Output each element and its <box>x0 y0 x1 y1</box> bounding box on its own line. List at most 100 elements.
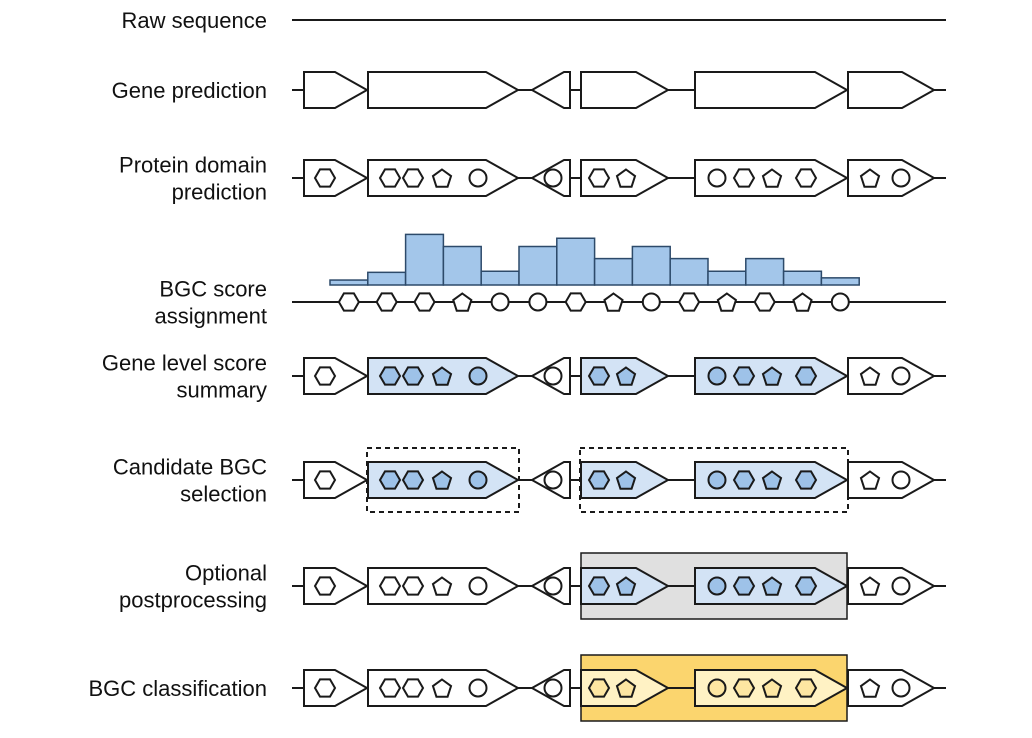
score-bar <box>820 277 860 286</box>
hexagon-domain <box>732 576 756 596</box>
pentagon-domain <box>615 678 637 698</box>
hexagon-domain <box>313 168 337 188</box>
hexagon-domain <box>378 576 402 596</box>
circle-domain <box>891 678 911 698</box>
gene-track <box>292 357 946 395</box>
hexagon-domain <box>732 168 756 188</box>
pentagon-domain <box>859 470 881 490</box>
hexagon-domain <box>587 366 611 386</box>
pentagon-domain <box>431 678 453 698</box>
hexagon-domain <box>401 470 425 490</box>
gene-arrow <box>580 71 671 109</box>
hexagon-domain <box>794 576 818 596</box>
circle-domain <box>468 366 488 386</box>
hexagon-domain <box>378 678 402 698</box>
pentagon-domain <box>603 292 624 312</box>
pentagon-domain <box>431 168 453 188</box>
circle-domain <box>543 678 563 698</box>
circle-domain <box>468 168 488 188</box>
pentagon-domain <box>859 168 881 188</box>
hexagon-domain <box>337 292 361 312</box>
hexagon-domain <box>732 678 756 698</box>
row-tracks <box>292 19 946 722</box>
pentagon-domain <box>761 678 783 698</box>
hexagon-domain <box>313 678 337 698</box>
row-label: BGC classification <box>88 676 267 701</box>
score-bar <box>669 257 709 286</box>
hexagon-domain <box>587 168 611 188</box>
circle-domain <box>641 292 661 312</box>
pentagon-domain <box>761 470 783 490</box>
row-label-line: Gene level score <box>102 351 267 376</box>
gene-arrow <box>529 71 571 109</box>
pentagon-domain <box>615 366 637 386</box>
score-bar <box>745 257 785 286</box>
circle-domain <box>468 678 488 698</box>
row-label-line: prediction <box>172 180 267 205</box>
hexagon-domain <box>753 292 776 312</box>
row-label-line: BGC score <box>159 277 267 302</box>
circle-domain <box>891 168 911 188</box>
pentagon-domain <box>431 470 453 490</box>
circle-domain <box>707 576 727 596</box>
pentagon-domain <box>761 168 783 188</box>
row-label: Raw sequence <box>121 8 267 33</box>
row-label-line: Gene prediction <box>112 78 267 103</box>
gene-track <box>292 654 946 722</box>
hexagon-domain <box>413 292 436 312</box>
hexagon-domain <box>378 168 402 188</box>
score-bar <box>329 279 369 286</box>
circle-domain <box>707 678 727 698</box>
hexagon-domain <box>794 470 818 490</box>
row-label-line: postprocessing <box>119 588 267 613</box>
circle-domain <box>490 292 510 312</box>
hexagon-domain <box>794 168 818 188</box>
circle-domain <box>891 576 911 596</box>
gene-arrow <box>694 71 850 109</box>
circle-domain <box>707 168 727 188</box>
score-bar <box>631 245 671 286</box>
score-bar <box>707 270 747 286</box>
gene-arrow <box>303 71 370 109</box>
gene-track <box>292 552 946 620</box>
gene-arrow <box>367 71 521 109</box>
score-bar <box>593 257 634 286</box>
row-label-line: summary <box>177 378 267 403</box>
gene-track <box>292 159 946 197</box>
pentagon-domain <box>431 576 453 596</box>
circle-domain <box>891 470 911 490</box>
hexagon-domain <box>794 678 818 698</box>
pentagon-domain <box>716 292 738 312</box>
hexagon-domain <box>313 576 337 596</box>
score-bar <box>442 245 482 286</box>
circle-domain <box>707 470 727 490</box>
score-bar <box>480 270 520 286</box>
row-label-line: Protein domain <box>119 153 267 178</box>
hexagon-domain <box>401 168 425 188</box>
pentagon-domain <box>792 292 813 312</box>
circle-domain <box>528 292 548 312</box>
hexagon-domain <box>794 366 818 386</box>
hexagon-domain <box>401 366 425 386</box>
hexagon-domain <box>378 470 402 490</box>
row-label-line: assignment <box>154 304 267 329</box>
score-bar <box>518 245 558 286</box>
score-bar <box>556 237 596 286</box>
pentagon-domain <box>615 168 637 188</box>
hexagon-domain <box>378 366 402 386</box>
hexagon-domain <box>587 678 611 698</box>
circle-domain <box>543 366 563 386</box>
bgc-score-histogram <box>329 233 860 286</box>
gene-track <box>292 71 946 109</box>
hexagon-domain <box>401 576 425 596</box>
pentagon-domain <box>859 678 881 698</box>
hexagon-domain <box>587 470 611 490</box>
row-label-line: Optional <box>185 561 267 586</box>
score-bar <box>404 233 445 286</box>
score-bar <box>782 270 823 286</box>
